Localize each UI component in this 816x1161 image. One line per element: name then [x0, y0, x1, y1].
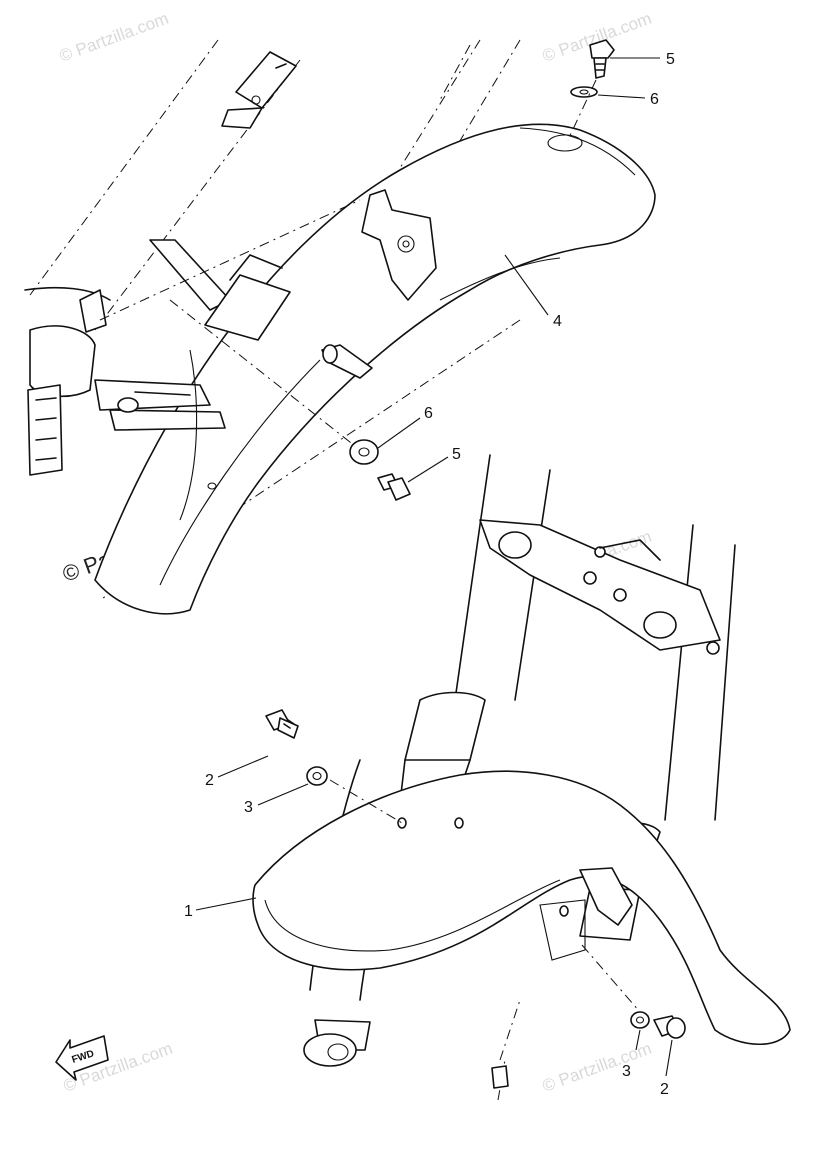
rear-upper-bracket [221, 51, 297, 129]
front-left-bolt [265, 709, 299, 739]
callout-rear-bolt: 5 [666, 51, 675, 68]
rear-frame-assembly [24, 199, 373, 521]
front-lower-guide-line [499, 999, 521, 1061]
front-right-washer [630, 1011, 650, 1029]
callout-rear-lower-washer: 6 [424, 405, 433, 422]
callout-rear-washer: 6 [650, 91, 659, 108]
callout-rear-lower-bolt: 5 [452, 446, 461, 463]
rear-lower-bolt [377, 473, 411, 501]
callout-front-right-bolt: 2 [660, 1081, 669, 1098]
leader-lines [195, 57, 673, 1077]
front-lower-guide-line-2 [497, 1059, 506, 1101]
callout-front-left-bolt: 2 [205, 772, 214, 789]
rear-fender [94, 123, 656, 615]
rear-top-bolt [589, 39, 615, 79]
front-fender [252, 770, 791, 1046]
rear-fender-side-bracket [361, 189, 437, 301]
front-fork-bracket [479, 519, 721, 655]
callout-front-left-washer: 3 [244, 799, 253, 816]
front-right-bolt [653, 1015, 686, 1039]
watermark-top-left: © Partzilla.com [57, 9, 171, 66]
front-left-washer [306, 766, 328, 786]
front-left-guide-line [329, 779, 403, 824]
rear-lower-washer [349, 439, 379, 465]
axle-clip [491, 1065, 509, 1089]
fwd-arrow-icon: FWD [55, 1035, 109, 1081]
callout-rear-fender: 4 [553, 313, 562, 330]
callout-front-fender: 1 [184, 903, 193, 920]
rear-top-washer [570, 86, 598, 98]
front-right-guide-line [581, 944, 641, 1013]
callout-front-right-washer: 3 [622, 1063, 631, 1080]
